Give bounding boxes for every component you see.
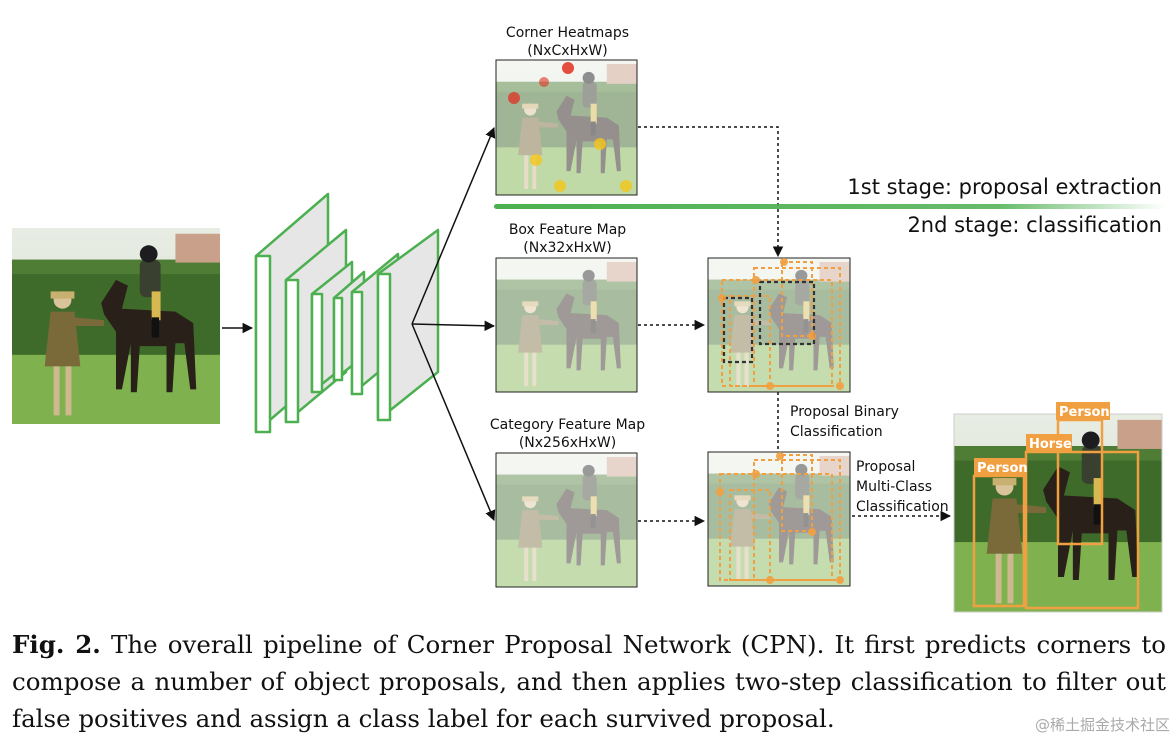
box-feature-dims: (Nx32xHxW) [523, 240, 612, 256]
detection-label-person-rider: Person [1059, 405, 1110, 420]
dotted-connectors [638, 126, 952, 527]
binary-classification-line1: Proposal Binary [790, 404, 899, 420]
stage-1-label: 1st stage: proposal extraction [847, 175, 1162, 199]
person-left-tag-bg [974, 458, 1026, 476]
stage-separator [494, 204, 1166, 209]
multiclass-line2: Multi-Class [856, 479, 933, 495]
final-detections-image: Person Horse Person [953, 402, 1163, 613]
multiclass-line3: Classification [856, 499, 949, 515]
caption-label: Fig. 2. [12, 630, 101, 659]
corner-heatmaps-dims: (NxCxHxW) [527, 43, 608, 59]
horse-tag-bg [1026, 434, 1072, 452]
binary-classification-line2: Classification [790, 424, 883, 440]
category-feature-image [495, 452, 638, 588]
caption-text: The overall pipeline of Corner Proposal … [12, 630, 1166, 733]
proposals-image-stage2 [707, 451, 851, 587]
corner-heatmaps-title: Corner Heatmaps [505, 25, 630, 41]
input-photo [12, 228, 220, 424]
horse-box [1024, 450, 1140, 610]
detection-label-person-left: Person [977, 461, 1028, 476]
person-rider-tag-bg [1056, 402, 1110, 420]
pipeline-diagram: Person Horse Person [12, 59, 1166, 613]
backbone-network [254, 192, 440, 434]
proposals-image-stage1 [707, 257, 851, 393]
stage-2-label: 2nd stage: classification [907, 213, 1162, 237]
branch-arrows [411, 127, 496, 521]
corner-heatmaps-image [495, 59, 638, 196]
figure-caption: Fig. 2. The overall pipeline of Corner P… [12, 626, 1166, 737]
category-feature-title: Category Feature Map [489, 417, 646, 433]
box-feature-title: Box Feature Map [508, 222, 627, 238]
multiclass-line1: Proposal [856, 459, 916, 475]
box-feature-image [495, 257, 638, 393]
watermark: @稀土掘金技术社区 [1034, 716, 1170, 734]
detection-label-horse: Horse [1029, 437, 1072, 452]
category-feature-dims: (Nx256xHxW) [518, 435, 617, 451]
